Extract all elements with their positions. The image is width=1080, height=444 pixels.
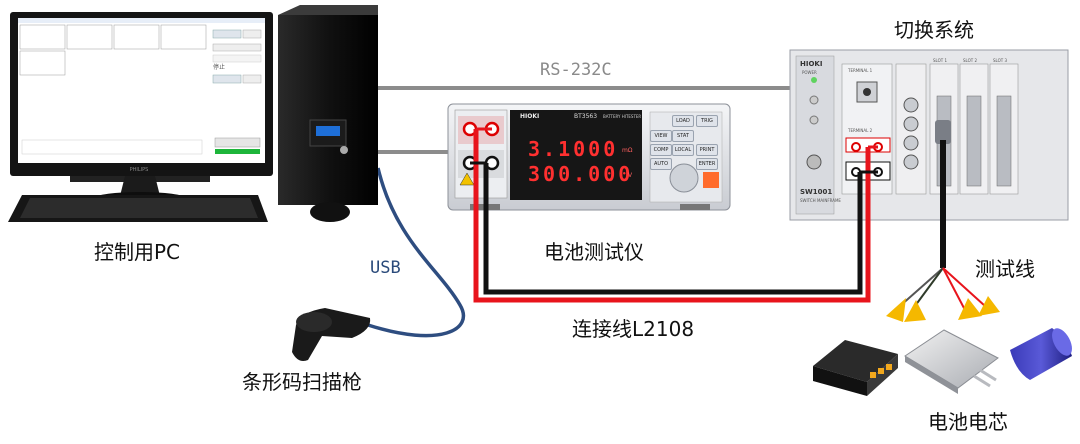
battery-cylindrical — [1010, 328, 1072, 380]
tester-key-comp: COMP — [650, 144, 672, 156]
battery-prismatic — [813, 340, 898, 396]
battery-pouch — [904, 329, 999, 394]
switch-power-label: POWER — [802, 70, 817, 75]
screen-app-content — [18, 18, 265, 155]
label-rs232c: RS-232C — [540, 60, 612, 80]
control-pc: PHILIPS — [8, 5, 378, 222]
label-usb: USB — [370, 258, 401, 278]
tester-resistance-unit: mΩ — [622, 147, 633, 154]
label-battery-cells: 电池电芯 — [928, 410, 1008, 434]
label-barcode-scanner: 条形码扫描枪 — [242, 370, 362, 394]
switch-slot-2: SLOT 2 — [963, 58, 978, 63]
screen-stop-label: 停止 — [213, 64, 226, 71]
tester-key-view: VIEW — [650, 130, 672, 142]
label-connection-cable: 连接线L2108 — [572, 317, 695, 341]
tester-key-load: LOAD — [672, 115, 694, 127]
barcode-scanner — [292, 308, 371, 361]
tester-model: BT3563 — [574, 113, 598, 120]
switch-terminal-2: TERMINAL 2 — [848, 128, 873, 133]
tester-display — [510, 110, 642, 200]
tester-voltage-reading: 300.000 — [528, 162, 634, 186]
rs232c-cable — [378, 86, 790, 154]
switch-brand: HIOKI — [800, 60, 823, 68]
tester-resistance-reading: 3.1000 — [528, 137, 619, 161]
label-battery-tester: 电池测试仪 — [544, 240, 644, 264]
tester-key-auto: AUTO — [650, 158, 672, 170]
tester-voltage-unit: V — [628, 172, 633, 179]
switch-slot-1: SLOT 1 — [933, 58, 948, 63]
test-lead-wires — [899, 267, 986, 311]
black-lead — [483, 163, 863, 295]
switch-model-desc: SWITCH MAINFRAME — [800, 198, 841, 203]
label-switch-system: 切换系统 — [894, 18, 974, 42]
tester-model-desc: BATTERY HITESTER — [603, 114, 642, 119]
switch-slot-3: SLOT 3 — [993, 58, 1008, 63]
tester-key-trig: TRIG — [696, 115, 718, 127]
tester-key-enter: ENTER — [696, 158, 718, 170]
tester-brand: HIOKI — [520, 113, 540, 120]
usb-cable — [367, 167, 466, 338]
switch-model: SW1001 — [800, 188, 833, 196]
red-lead — [473, 129, 871, 303]
switch-mainframe — [789, 49, 1069, 221]
mouse — [310, 202, 350, 222]
tester-key-stat: STAT — [672, 130, 694, 142]
switch-terminal-1: TERMINAL 1 — [848, 68, 873, 73]
tester-key-print: PRINT — [696, 144, 718, 156]
arrow-heads — [886, 296, 1000, 322]
label-test-lead: 测试线 — [975, 257, 1035, 281]
pc-tower — [278, 15, 378, 205]
monitor-brand: PHILIPS — [130, 167, 149, 173]
tester-key-local: LOCAL — [672, 144, 694, 156]
label-control-pc: 控制用PC — [94, 240, 181, 264]
